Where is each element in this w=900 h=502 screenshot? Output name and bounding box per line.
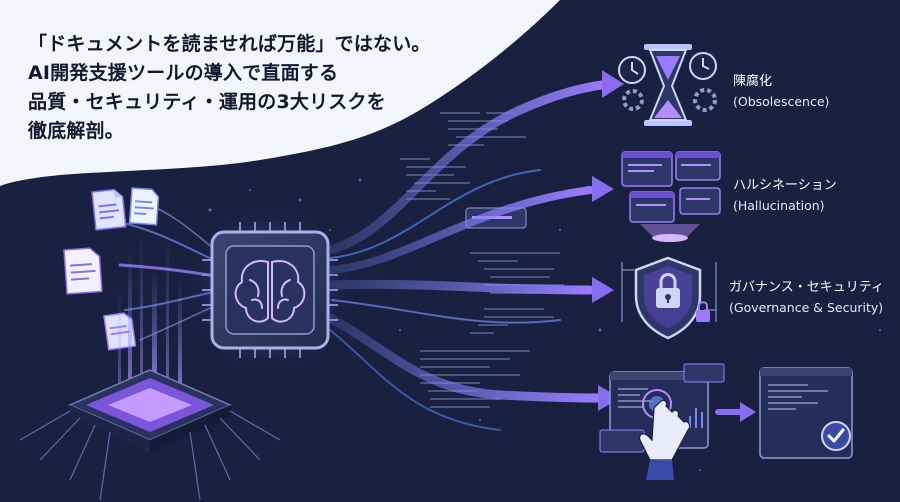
headline-line-1: 「ドキュメントを読ませれば万能」ではない。: [28, 33, 431, 55]
arrow-head-4: [598, 385, 620, 411]
risk-label-hallucination: ハルシネーション (Hallucination): [733, 176, 837, 216]
risk-subtitle: (Hallucination): [733, 198, 825, 213]
headline-line-2: AI開発支援ツールの導入で直面する: [28, 62, 339, 84]
risk-label-obsolescence: 陳腐化 (Obsolescence): [733, 72, 829, 112]
hourglass-clock-icon: [618, 44, 717, 126]
document-icons: [63, 187, 160, 351]
headline-panel: [0, 0, 560, 186]
arrow-head-1: [602, 70, 624, 98]
platform-chip: [19, 369, 281, 501]
light-beams: [118, 230, 182, 390]
code-snippets: [400, 112, 564, 408]
risk-title: ガバナンス・セキュリティ: [729, 280, 884, 295]
risk-title: 陳腐化: [733, 74, 773, 89]
hologram-windows-icon: [621, 151, 721, 242]
headline: 「ドキュメントを読ませれば万能」ではない。 AI開発支援ツールの導入で直面する …: [28, 30, 431, 146]
arrow-head-3: [592, 277, 614, 303]
risk-subtitle: (Governance & Security): [729, 300, 884, 315]
hand-tap-check-icon: [599, 363, 853, 480]
risk-label-governance-security: ガバナンス・セキュリティ (Governance & Security): [729, 278, 884, 318]
headline-line-4: 徹底解剖。: [28, 120, 125, 142]
arrow-heads: [592, 70, 624, 411]
headline-line-3: 品質・セキュリティ・運用の3大リスクを: [28, 91, 386, 113]
risk-title: ハルシネーション: [733, 178, 837, 193]
brain-icon: [234, 260, 306, 323]
output-streams: [325, 79, 615, 431]
arrow-head-2: [592, 176, 614, 202]
ai-processor-chip: [185, 205, 355, 375]
shield-lock-icon: [621, 256, 717, 340]
risk-subtitle: (Obsolescence): [733, 94, 830, 109]
